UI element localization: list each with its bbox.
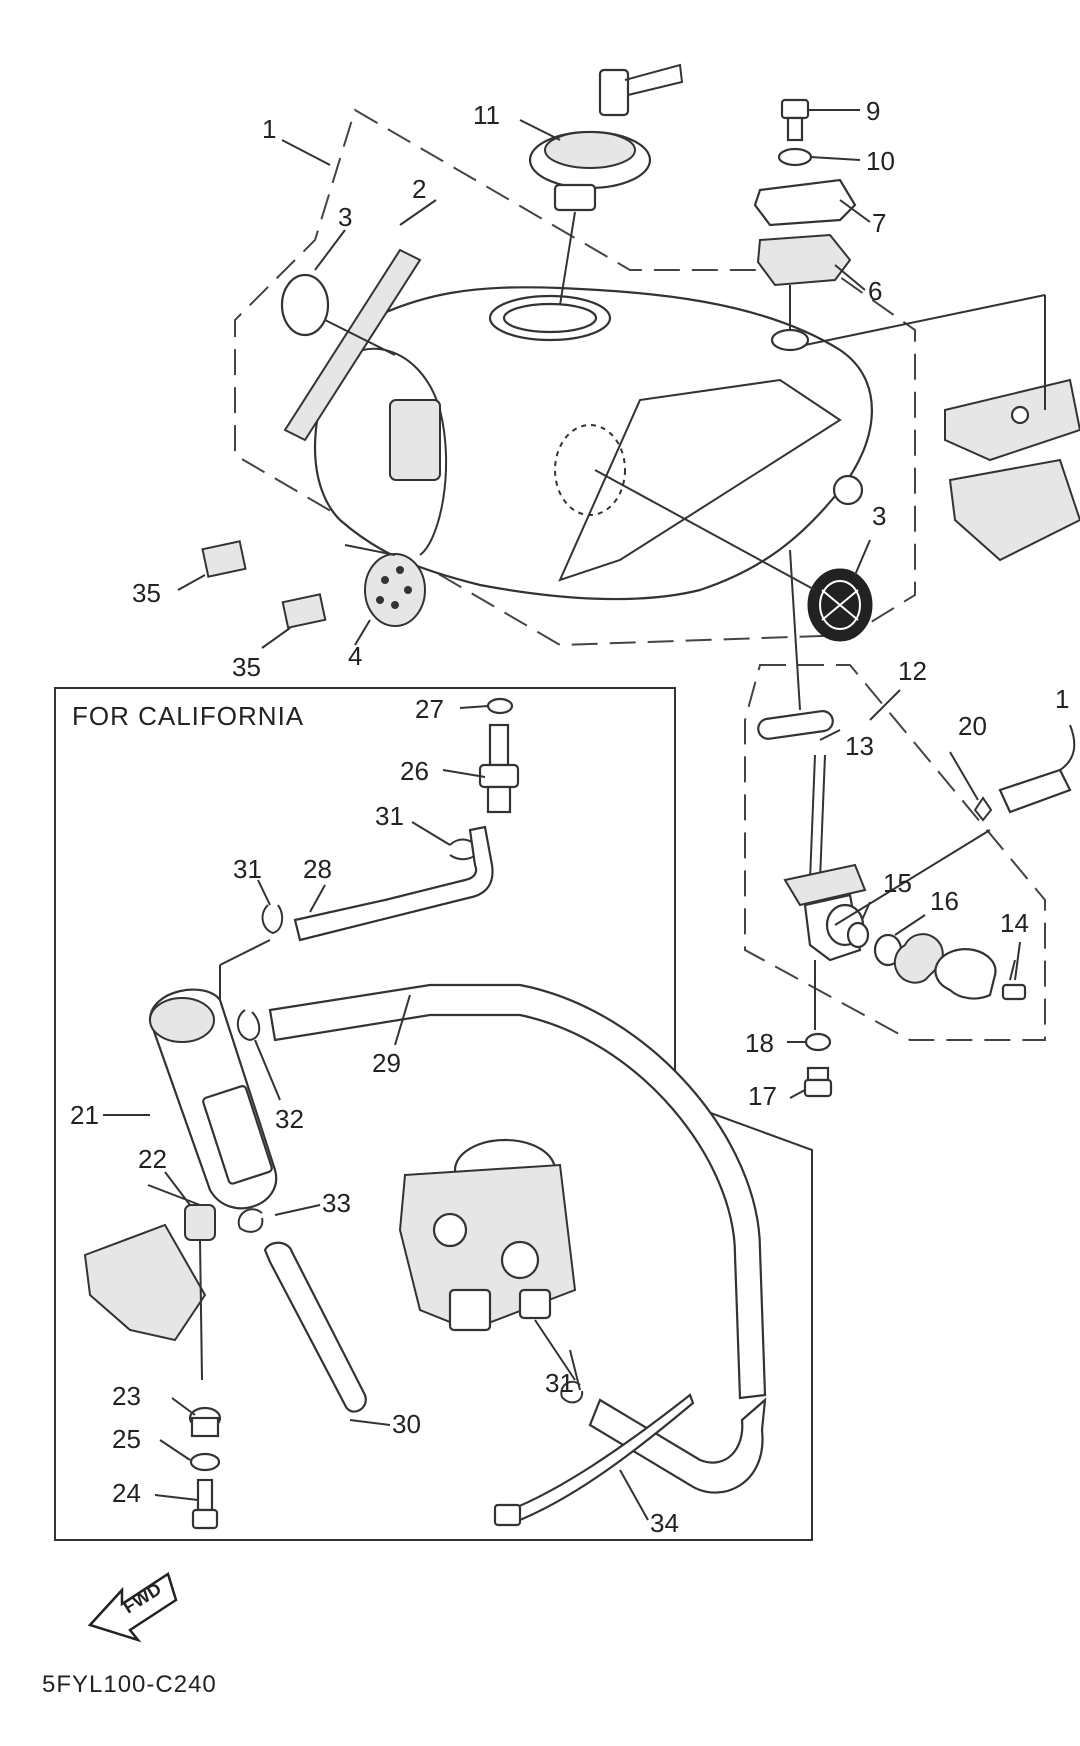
tank-bracket — [753, 178, 857, 227]
tank-damper — [756, 233, 852, 287]
callout-2: 2 — [412, 174, 426, 204]
carburetor — [398, 1138, 577, 1332]
fuel-cap — [528, 63, 684, 212]
callout-18: 18 — [745, 1028, 774, 1058]
rollover-valve — [478, 723, 520, 814]
callout-22: 22 — [138, 1144, 167, 1174]
callout-numbers: 1 2 3 11 9 10 7 6 3 12 13 1 20 15 16 14 … — [70, 96, 1069, 1538]
hose-clip-left — [261, 904, 284, 935]
drain-bolt — [803, 1066, 833, 1098]
emblem-oval — [280, 273, 330, 337]
callout-4: 4 — [348, 641, 362, 671]
pump-damper — [184, 1204, 216, 1241]
pump-clip — [236, 1009, 261, 1042]
callout-35-upper: 35 — [132, 578, 161, 608]
rubber-damper — [364, 553, 426, 627]
callout-19: 1 — [1055, 684, 1069, 714]
fuel-pump — [148, 988, 278, 1210]
pad-lower — [281, 593, 327, 629]
lever-plate — [934, 948, 997, 1000]
bracket-washer — [189, 1452, 221, 1472]
diagram-code: 5FYL100-C240 — [42, 1671, 217, 1698]
callout-11: 11 — [473, 100, 500, 130]
callout-33: 33 — [322, 1188, 351, 1218]
pump-bracket — [83, 1223, 207, 1342]
callout-31-top: 31 — [375, 801, 404, 831]
callout-35-lower: 35 — [232, 652, 261, 682]
drain-hose — [263, 1241, 367, 1413]
fuel-hose-top — [998, 724, 1076, 814]
callout-26: 26 — [400, 756, 429, 786]
callout-10: 10 — [866, 146, 895, 176]
callout-29: 29 — [372, 1048, 401, 1078]
hose-clip-carb — [560, 1380, 584, 1404]
callout-20: 20 — [958, 711, 987, 741]
fuel-cock-gasket — [757, 710, 834, 740]
callout-27: 27 — [415, 694, 444, 724]
callout-7: 7 — [872, 208, 886, 238]
fuel-cock — [783, 754, 867, 962]
callout-25: 25 — [112, 1424, 141, 1454]
carb-inlet-hose — [588, 1397, 767, 1494]
fuel-cock-assembly-outline — [744, 664, 1046, 1041]
callout-9: 9 — [866, 96, 880, 126]
callout-34: 34 — [650, 1508, 679, 1538]
fuel-tank — [314, 286, 873, 601]
washer — [777, 147, 813, 167]
emblem-round — [807, 568, 873, 642]
cable-tie — [508, 1393, 695, 1524]
callout-15: 15 — [883, 868, 912, 898]
callout-32: 32 — [275, 1104, 304, 1134]
forward-arrow-icon: FWD — [87, 1572, 178, 1643]
callout-24: 24 — [112, 1478, 141, 1508]
california-box-title: FOR CALIFORNIA — [72, 701, 304, 731]
california-box — [54, 687, 813, 1541]
callout-16: 16 — [930, 886, 959, 916]
callout-3-oval: 3 — [338, 202, 352, 232]
bracket-bolt — [191, 1478, 219, 1530]
drain-washer — [804, 1032, 832, 1052]
collar — [188, 1406, 222, 1438]
screw — [1001, 959, 1027, 1001]
callout-12: 12 — [898, 656, 927, 686]
callout-31-carb: 31 — [545, 1368, 574, 1398]
frame-bracket — [944, 378, 1080, 562]
callout-6: 6 — [868, 276, 882, 306]
tank-side-plate — [283, 248, 422, 442]
callout-3-round: 3 — [872, 501, 886, 531]
pad-upper — [201, 540, 247, 578]
callout-1: 1 — [262, 114, 276, 144]
callout-23: 23 — [112, 1381, 141, 1411]
drain-hose-clip — [237, 1208, 264, 1233]
tank-grommet — [770, 328, 810, 352]
callout-28: 28 — [303, 854, 332, 884]
callout-21: 21 — [70, 1100, 99, 1130]
vent-hose — [293, 825, 494, 942]
callout-14: 14 — [1000, 908, 1029, 938]
callout-17: 17 — [748, 1081, 777, 1111]
callout-13: 13 — [845, 731, 874, 761]
o-ring-small — [846, 921, 870, 949]
hose-clip-right — [973, 796, 993, 822]
callout-31-left: 31 — [233, 854, 262, 884]
bolt — [780, 98, 810, 142]
callout-30: 30 — [392, 1409, 421, 1439]
cap-seal — [486, 697, 514, 715]
callout-leaders — [103, 109, 1021, 1521]
pump-outlet-hose — [268, 983, 767, 1400]
